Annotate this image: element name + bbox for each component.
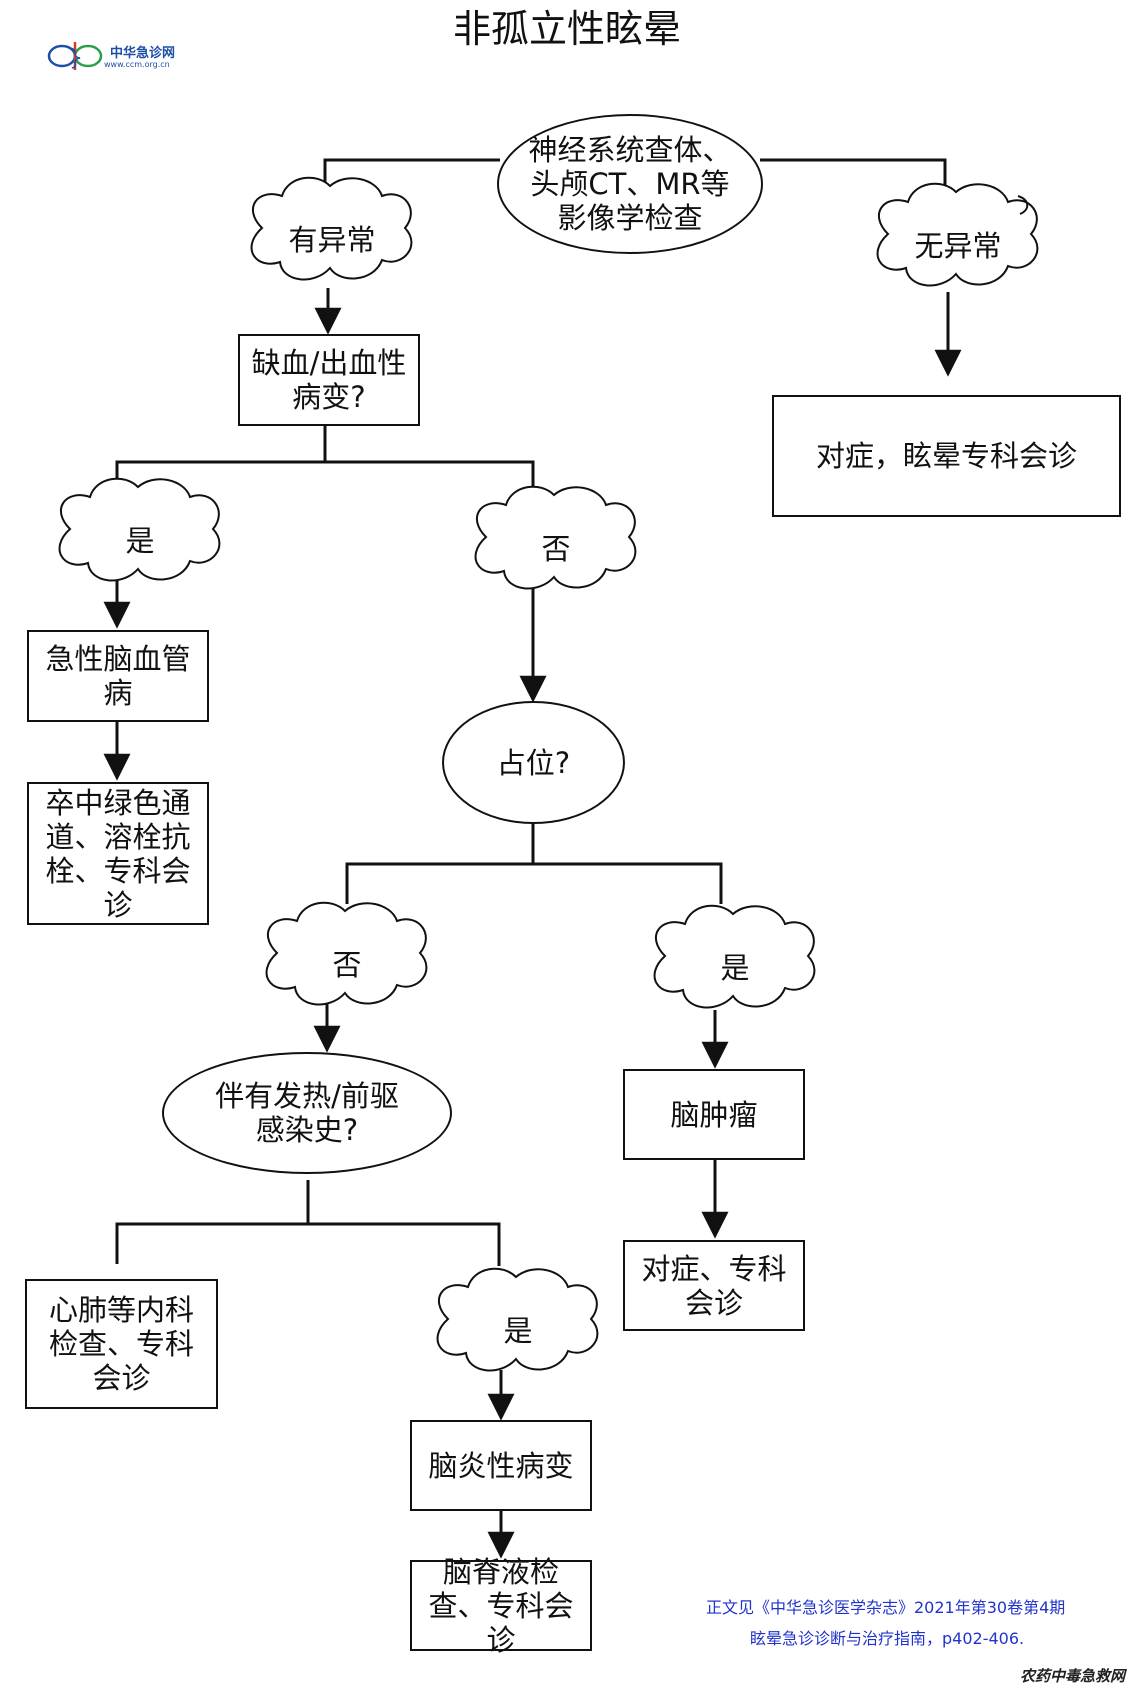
- cardio-check-box: 心肺等内科检查、专科会诊: [25, 1279, 218, 1409]
- acute-cvd-box: 急性脑血管病: [27, 630, 209, 722]
- mass-question-text: 占位?: [496, 745, 571, 780]
- normal-result-box: 对症，眩晕专科会诊: [772, 395, 1121, 517]
- logo-url: www.ccm.org.cn: [104, 60, 170, 69]
- mass-question-node: 占位?: [442, 701, 625, 824]
- brain-tumor-box: 脑肿瘤: [623, 1069, 805, 1160]
- connector-infection-split-right: [308, 1222, 501, 1266]
- cloud-shape-normal: [876, 182, 1039, 287]
- tumor-result-box: 对症、专科会诊: [623, 1240, 805, 1331]
- ischemic-question-box: 缺血/出血性病变?: [238, 334, 420, 426]
- start-node: 神经系统查体、头颅CT、MR等影像学检查: [497, 114, 763, 254]
- infection-yes-label-text: 是: [503, 1314, 533, 1348]
- mass-yes-label: 是: [665, 936, 805, 996]
- connector-infection-split: [115, 1180, 310, 1264]
- encephalitis-box: 脑炎性病变: [410, 1420, 592, 1511]
- abnormal-label-text: 有异常: [288, 223, 376, 257]
- cloud-shape-ischemic-yes: [58, 477, 221, 582]
- connector-top-split-right: [760, 158, 947, 196]
- infection-question-node: 伴有发热/前驱感染史?: [162, 1052, 452, 1174]
- connector-mass-split-right: [533, 862, 723, 904]
- infection-question-text: 伴有发热/前驱感染史?: [215, 1079, 399, 1147]
- csf-check-text: 脑脊液检查、专科会诊: [428, 1554, 574, 1657]
- cardio-check-text: 心肺等内科检查、专科会诊: [48, 1293, 194, 1395]
- csf-check-box: 脑脊液检查、专科会诊: [410, 1555, 592, 1657]
- watermark: 农药中毒急救网: [1020, 1667, 1126, 1685]
- infection-yes-label: 是: [448, 1299, 588, 1359]
- connector-mass-split: [345, 822, 535, 904]
- ischemic-yes-label: 是: [70, 509, 210, 569]
- ischemic-no-label: 否: [486, 517, 626, 577]
- logo-name: 中华急诊网: [110, 46, 176, 61]
- normal-result-text: 对症，眩晕专科会诊: [815, 439, 1077, 473]
- start-node-text: 神经系统查体、头颅CT、MR等影像学检查: [528, 133, 732, 235]
- tumor-result-text: 对症、专科会诊: [641, 1251, 787, 1320]
- stroke-pathway-box: 卒中绿色通道、溶栓抗栓、专科会诊: [27, 782, 209, 925]
- normal-label-text: 无异常: [914, 229, 1002, 263]
- mass-no-label-text: 否: [332, 948, 362, 982]
- logo-icon: [47, 42, 103, 70]
- cloud-shape-mass-no: [265, 901, 428, 1006]
- brain-tumor-text: 脑肿瘤: [670, 1097, 758, 1132]
- ischemic-question-text: 缺血/出血性病变?: [251, 346, 407, 414]
- normal-label: 无异常: [888, 214, 1028, 274]
- mass-yes-label-text: 是: [720, 951, 750, 985]
- cloud-shape-ischemic-no: [474, 485, 637, 590]
- abnormal-label: 有异常: [262, 208, 402, 268]
- connector-ischemic-split-right: [325, 460, 535, 488]
- stroke-pathway-text: 卒中绿色通道、溶栓抗栓、专科会诊: [45, 785, 191, 922]
- cloud-shape-mass-yes: [653, 904, 816, 1009]
- source-citation-line1: 正文见《中华急诊医学杂志》2021年第30卷第4期: [706, 1598, 1066, 1617]
- cloud-shape-abnormal: [250, 176, 413, 281]
- mass-no-label: 否: [277, 933, 417, 993]
- ischemic-no-label-text: 否: [541, 532, 571, 566]
- ischemic-yes-label-text: 是: [125, 524, 155, 558]
- encephalitis-text: 脑炎性病变: [428, 1448, 574, 1483]
- page-title: 非孤立性眩晕: [452, 7, 681, 51]
- acute-cvd-text: 急性脑血管病: [45, 642, 191, 710]
- cloud-shape-infection-yes: [436, 1267, 599, 1372]
- source-citation-line2: 眩晕急诊诊断与治疗指南，p402-406.: [750, 1629, 1025, 1648]
